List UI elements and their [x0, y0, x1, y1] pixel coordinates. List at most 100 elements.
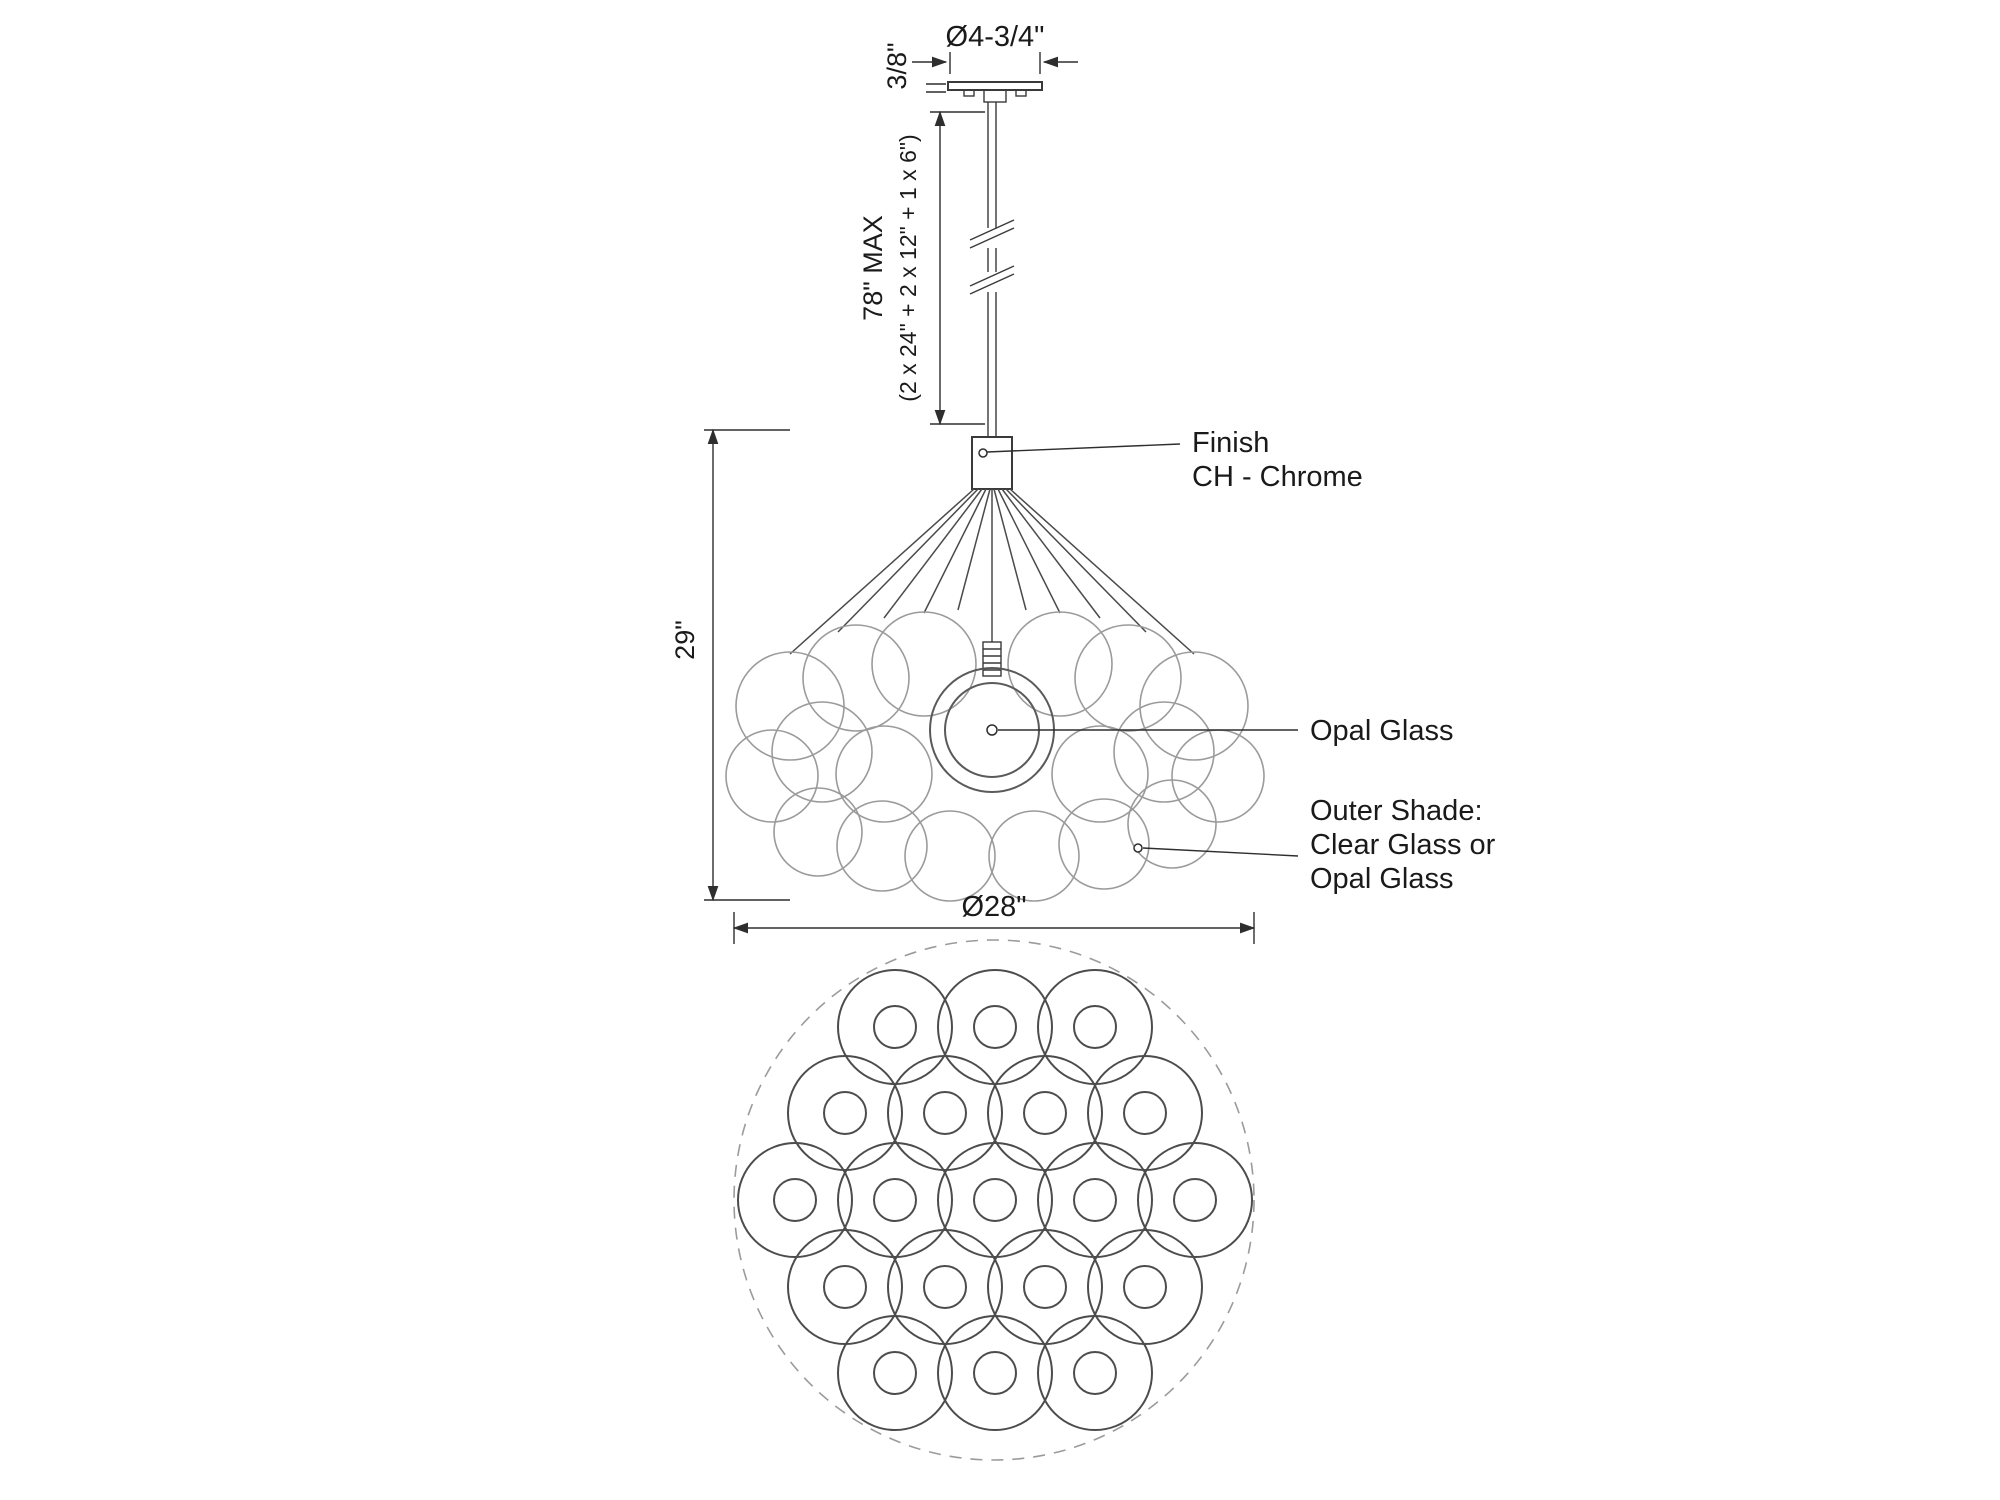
outer-shade-line3: Opal Glass [1310, 863, 1453, 895]
break-mark [969, 273, 1015, 295]
body-diameter-label: Ø28" [961, 891, 1026, 923]
shade-outer-circle [887, 1229, 1003, 1345]
finish-callout: Finish CH - Chrome [986, 427, 1363, 493]
shade-inner-circle [1173, 1178, 1217, 1222]
suspension-rods-label: (2 x 24" + 2 x 12" + 1 x 6") [895, 134, 921, 401]
shade-inner-circle [873, 1178, 917, 1222]
shade-inner-circle [923, 1091, 967, 1135]
shade-outer-circle [837, 1142, 953, 1258]
suspension-wire [923, 488, 987, 614]
shade-outer-circle [1087, 1055, 1203, 1171]
shade-inner-circle [1023, 1091, 1067, 1135]
suspension-max-label: 78" MAX [858, 215, 888, 321]
break-mark [969, 265, 1015, 287]
glass-globe [1127, 779, 1217, 869]
shade-outer-circle [987, 1229, 1103, 1345]
glass-globe [802, 624, 910, 732]
center-drop [982, 489, 1002, 677]
body-height-dimension: 29" [670, 428, 790, 902]
shade-outer-circle [837, 1315, 953, 1431]
finish-title: Finish [1192, 427, 1269, 459]
body-height-label: 29" [670, 620, 700, 660]
glass-globe [988, 810, 1080, 902]
shade-outer-circle [1037, 1142, 1153, 1258]
shade-outer-circle [837, 969, 953, 1085]
side-view-globes [725, 611, 1265, 902]
shade-outer-circle [1137, 1142, 1253, 1258]
outer-shade-callout: Outer Shade: Clear Glass or Opal Glass [1133, 795, 1496, 895]
suspension-rod [969, 102, 1015, 437]
opal-glass-callout: Opal Glass [998, 715, 1453, 747]
glass-globe [1171, 729, 1265, 823]
shade-inner-circle [823, 1265, 867, 1309]
canopy-diameter-dimension: Ø4-3/4" [912, 21, 1078, 74]
glass-globe [1058, 798, 1150, 890]
suspension-wires [789, 488, 1195, 655]
shade-outer-circle [987, 1055, 1103, 1171]
glass-globe [725, 729, 819, 823]
canopy-thickness-dimension: 3/8" [882, 42, 946, 93]
opal-glass-label: Opal Glass [1310, 715, 1453, 747]
suspension-wire [993, 488, 1027, 611]
canopy-thickness-label: 3/8" [882, 42, 912, 89]
suspension-wire [883, 488, 983, 619]
shade-outer-circle [1037, 969, 1153, 1085]
plan-view-shades [737, 969, 1253, 1431]
glass-globe [773, 787, 863, 877]
shade-outer-circle [737, 1142, 853, 1258]
body-diameter-dimension: Ø28" [732, 891, 1256, 944]
canopy-collar [983, 89, 1007, 103]
opal-leader-dot [986, 724, 998, 736]
shade-outer-circle [937, 1315, 1053, 1431]
glass-globe [871, 611, 977, 717]
shade-inner-circle [973, 1005, 1017, 1049]
cluster-hub [971, 436, 1013, 490]
shade-inner-circle [1073, 1351, 1117, 1395]
shade-inner-circle [773, 1178, 817, 1222]
glass-globe [1113, 701, 1215, 803]
plan-view [733, 939, 1255, 1461]
leader-line [986, 443, 1181, 453]
socket [982, 641, 1002, 677]
glass-globe [836, 800, 928, 892]
shade-inner-circle [873, 1351, 917, 1395]
shade-inner-circle [873, 1005, 917, 1049]
suspension-wire [789, 488, 975, 655]
finish-leader-dot [978, 448, 988, 458]
canopy-nub [963, 89, 975, 97]
glass-globe [735, 651, 845, 761]
shade-inner-circle [1073, 1005, 1117, 1049]
glass-globe [771, 701, 873, 803]
suspension-wire [1005, 488, 1147, 633]
shade-outer-circle [937, 969, 1053, 1085]
hub-body [971, 436, 1013, 490]
outer-shade-leader-dot [1133, 843, 1143, 853]
shade-inner-circle [1123, 1265, 1167, 1309]
shade-outer-circle [787, 1055, 903, 1171]
break-mark [969, 227, 1015, 249]
suspension-wire [837, 488, 979, 633]
plan-outline-dashed-circle [733, 939, 1255, 1461]
shade-inner-circle [973, 1351, 1017, 1395]
suspension-wire [957, 488, 991, 611]
glass-globe [1051, 725, 1149, 823]
canopy [947, 81, 1043, 103]
glass-globe [1139, 651, 1249, 761]
glass-globe [1074, 624, 1182, 732]
shade-inner-circle [923, 1265, 967, 1309]
shade-outer-circle [887, 1055, 1003, 1171]
canopy-diameter-label: Ø4-3/4" [946, 21, 1045, 53]
rod-break-gap [982, 272, 1002, 292]
shade-outer-circle [1087, 1229, 1203, 1345]
outer-shade-line2: Clear Glass or [1310, 829, 1496, 861]
finish-value: CH - Chrome [1192, 461, 1363, 493]
shade-inner-circle [823, 1091, 867, 1135]
canopy-plate [947, 81, 1043, 91]
outer-shade-line1: Outer Shade: [1310, 795, 1483, 827]
leader-line [1142, 847, 1299, 857]
break-mark [969, 219, 1015, 241]
canopy-nub [1015, 89, 1027, 97]
glass-globe [835, 725, 933, 823]
suspension-wire [1001, 488, 1101, 619]
